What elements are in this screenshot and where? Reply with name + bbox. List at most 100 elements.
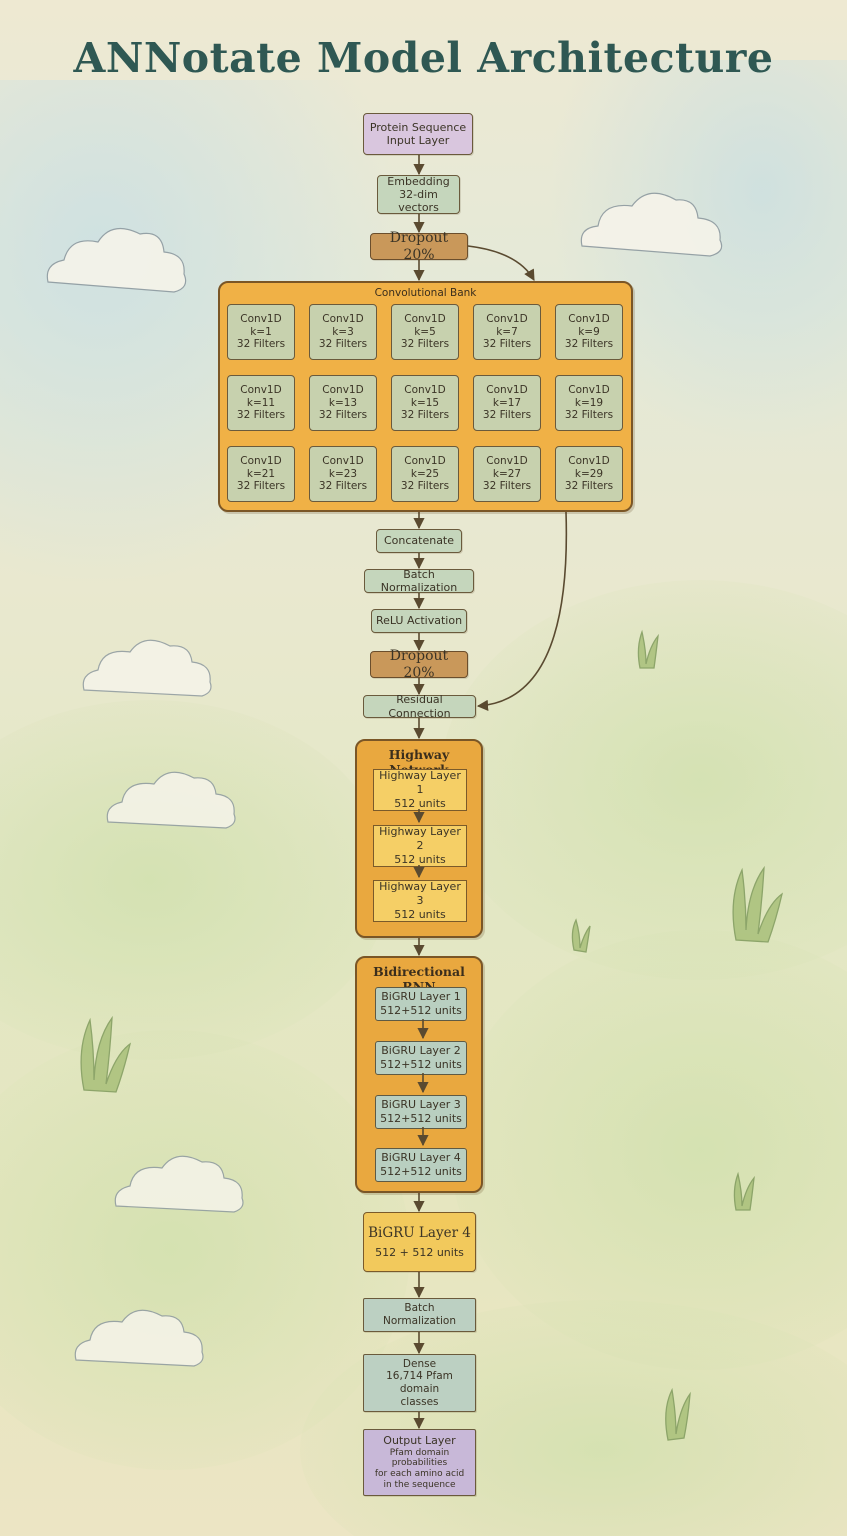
conv-kernel-size: k=13 [328,396,358,409]
conv-kernel-size: k=7 [496,325,518,338]
conv-filter-count: 32 Filters [482,409,532,422]
conv-layer-label: Conv1D [240,384,282,397]
dropout-node-2: Dropout 20% [370,648,468,681]
bigru-layer-4: BiGRU Layer 4 512+512 units [375,1148,467,1182]
conv-filter-count: 32 Filters [482,338,532,351]
node-label: Batch Normalization [380,567,458,594]
conv-layer-label: Conv1D [322,384,364,397]
conv-layer-label: Conv1D [322,455,364,468]
layer-units: 512+512 units [380,1058,462,1071]
cloud-icon [580,192,723,257]
output-layer-node: Output Layer Pfam domain probabilities f… [363,1429,476,1496]
conv-layer-label: Conv1D [404,384,446,397]
conv-kernel-size: k=21 [246,467,276,480]
conv-layer-label: Conv1D [322,313,364,326]
conv-kernel-size: k=1 [250,325,272,338]
group-title: Convolutional Bank [374,287,477,299]
conv-kernel-size: k=23 [328,467,358,480]
node-subtitle: 512 + 512 units [375,1246,464,1259]
conv-filter-count: 32 Filters [400,480,450,493]
node-title: Protein Sequence [369,120,467,134]
layer-units: 512 units [394,908,446,922]
conv-kernel-size: k=29 [574,467,604,480]
page-title: ANNotate Model Architecture [73,34,774,82]
node-subtitle: for each amino acid [374,1469,465,1480]
cloud-icon [74,1309,204,1367]
conv-kernel-size: k=19 [574,396,604,409]
bigru-layer-1: BiGRU Layer 1 512+512 units [375,987,467,1021]
node-subtitle: 32-dim vectors [398,187,439,215]
conv-layer-label: Conv1D [404,313,446,326]
relu-activation-node: ReLU Activation [371,609,467,633]
node-label: Concatenate [383,534,455,548]
conv-layer-label: Conv1D [568,455,610,468]
conv-layer-label: Conv1D [486,455,528,468]
bigru-layer-4-node: BiGRU Layer 4 512 + 512 units [363,1212,476,1272]
batch-normalization-node-1: Batch Normalization [364,567,474,594]
node-label: Dropout 20% [389,647,449,681]
node-subtitle: classes [400,1395,439,1408]
conv-kernel-size: k=11 [246,396,276,409]
highway-layer-2: Highway Layer 2 512 units [373,825,467,867]
conv-layer-label: Conv1D [568,384,610,397]
cloud-icon [82,639,212,697]
conv-kernel-size: k=25 [410,467,440,480]
concatenate-node: Concatenate [376,529,462,553]
conv-filter-count: 32 Filters [318,338,368,351]
conv-layer-label: Conv1D [486,384,528,397]
conv-layer-label: Conv1D [404,455,446,468]
grass-icon [80,629,784,1441]
node-title: Output Layer [383,1434,456,1448]
node-subtitle: Input Layer [386,134,450,147]
node-subtitle: in the sequence [383,1479,456,1490]
layer-name: Highway Layer 2 [379,824,461,852]
conv-filter-count: 32 Filters [318,409,368,422]
dense-node: Dense 16,714 Pfam domain classes [363,1354,476,1412]
residual-connection-node: Residual Connection [363,693,476,720]
cloud-icon [106,771,236,829]
embedding-node: Embedding 32-dim vectors [377,175,460,214]
conv-layer-label: Conv1D [486,313,528,326]
bigru-layer-3: BiGRU Layer 3 512+512 units [375,1095,467,1129]
conv-kernel-size: k=9 [578,325,600,338]
highway-layer-1: Highway Layer 1 512 units [373,769,467,811]
conv-layer-label: Conv1D [240,313,282,326]
input-layer-node: Protein Sequence Input Layer [363,113,473,155]
node-title: Embedding [387,174,450,188]
layer-units: 512 units [394,853,446,867]
node-label: Dropout 20% [389,229,449,263]
bigru-layer-2: BiGRU Layer 2 512+512 units [375,1041,467,1075]
conv-kernel-size: k=17 [492,396,522,409]
layer-name: Highway Layer 1 [379,768,461,796]
node-label: Residual Connection [388,693,451,720]
conv-filter-count: 32 Filters [236,409,286,422]
conv-kernel-size: k=3 [332,325,354,338]
conv-kernel-size: k=27 [492,467,522,480]
layer-units: 512+512 units [380,1165,462,1178]
layer-name: BiGRU Layer 3 [381,1097,461,1111]
conv-filter-count: 32 Filters [564,480,614,493]
dropout-node-1: Dropout 20% [370,230,468,263]
conv-filter-count: 32 Filters [236,480,286,493]
node-subtitle: 16,714 Pfam domain [386,1370,453,1395]
conv-kernel-size: k=5 [414,325,436,338]
batch-normalization-node-2: Batch Normalization [363,1298,476,1332]
conv-filter-count: 32 Filters [564,338,614,351]
node-subtitle: Pfam domain probabilities [389,1447,450,1469]
layer-units: 512+512 units [380,1112,462,1125]
node-label: ReLU Activation [375,614,463,628]
layer-name: Highway Layer 3 [379,879,461,907]
